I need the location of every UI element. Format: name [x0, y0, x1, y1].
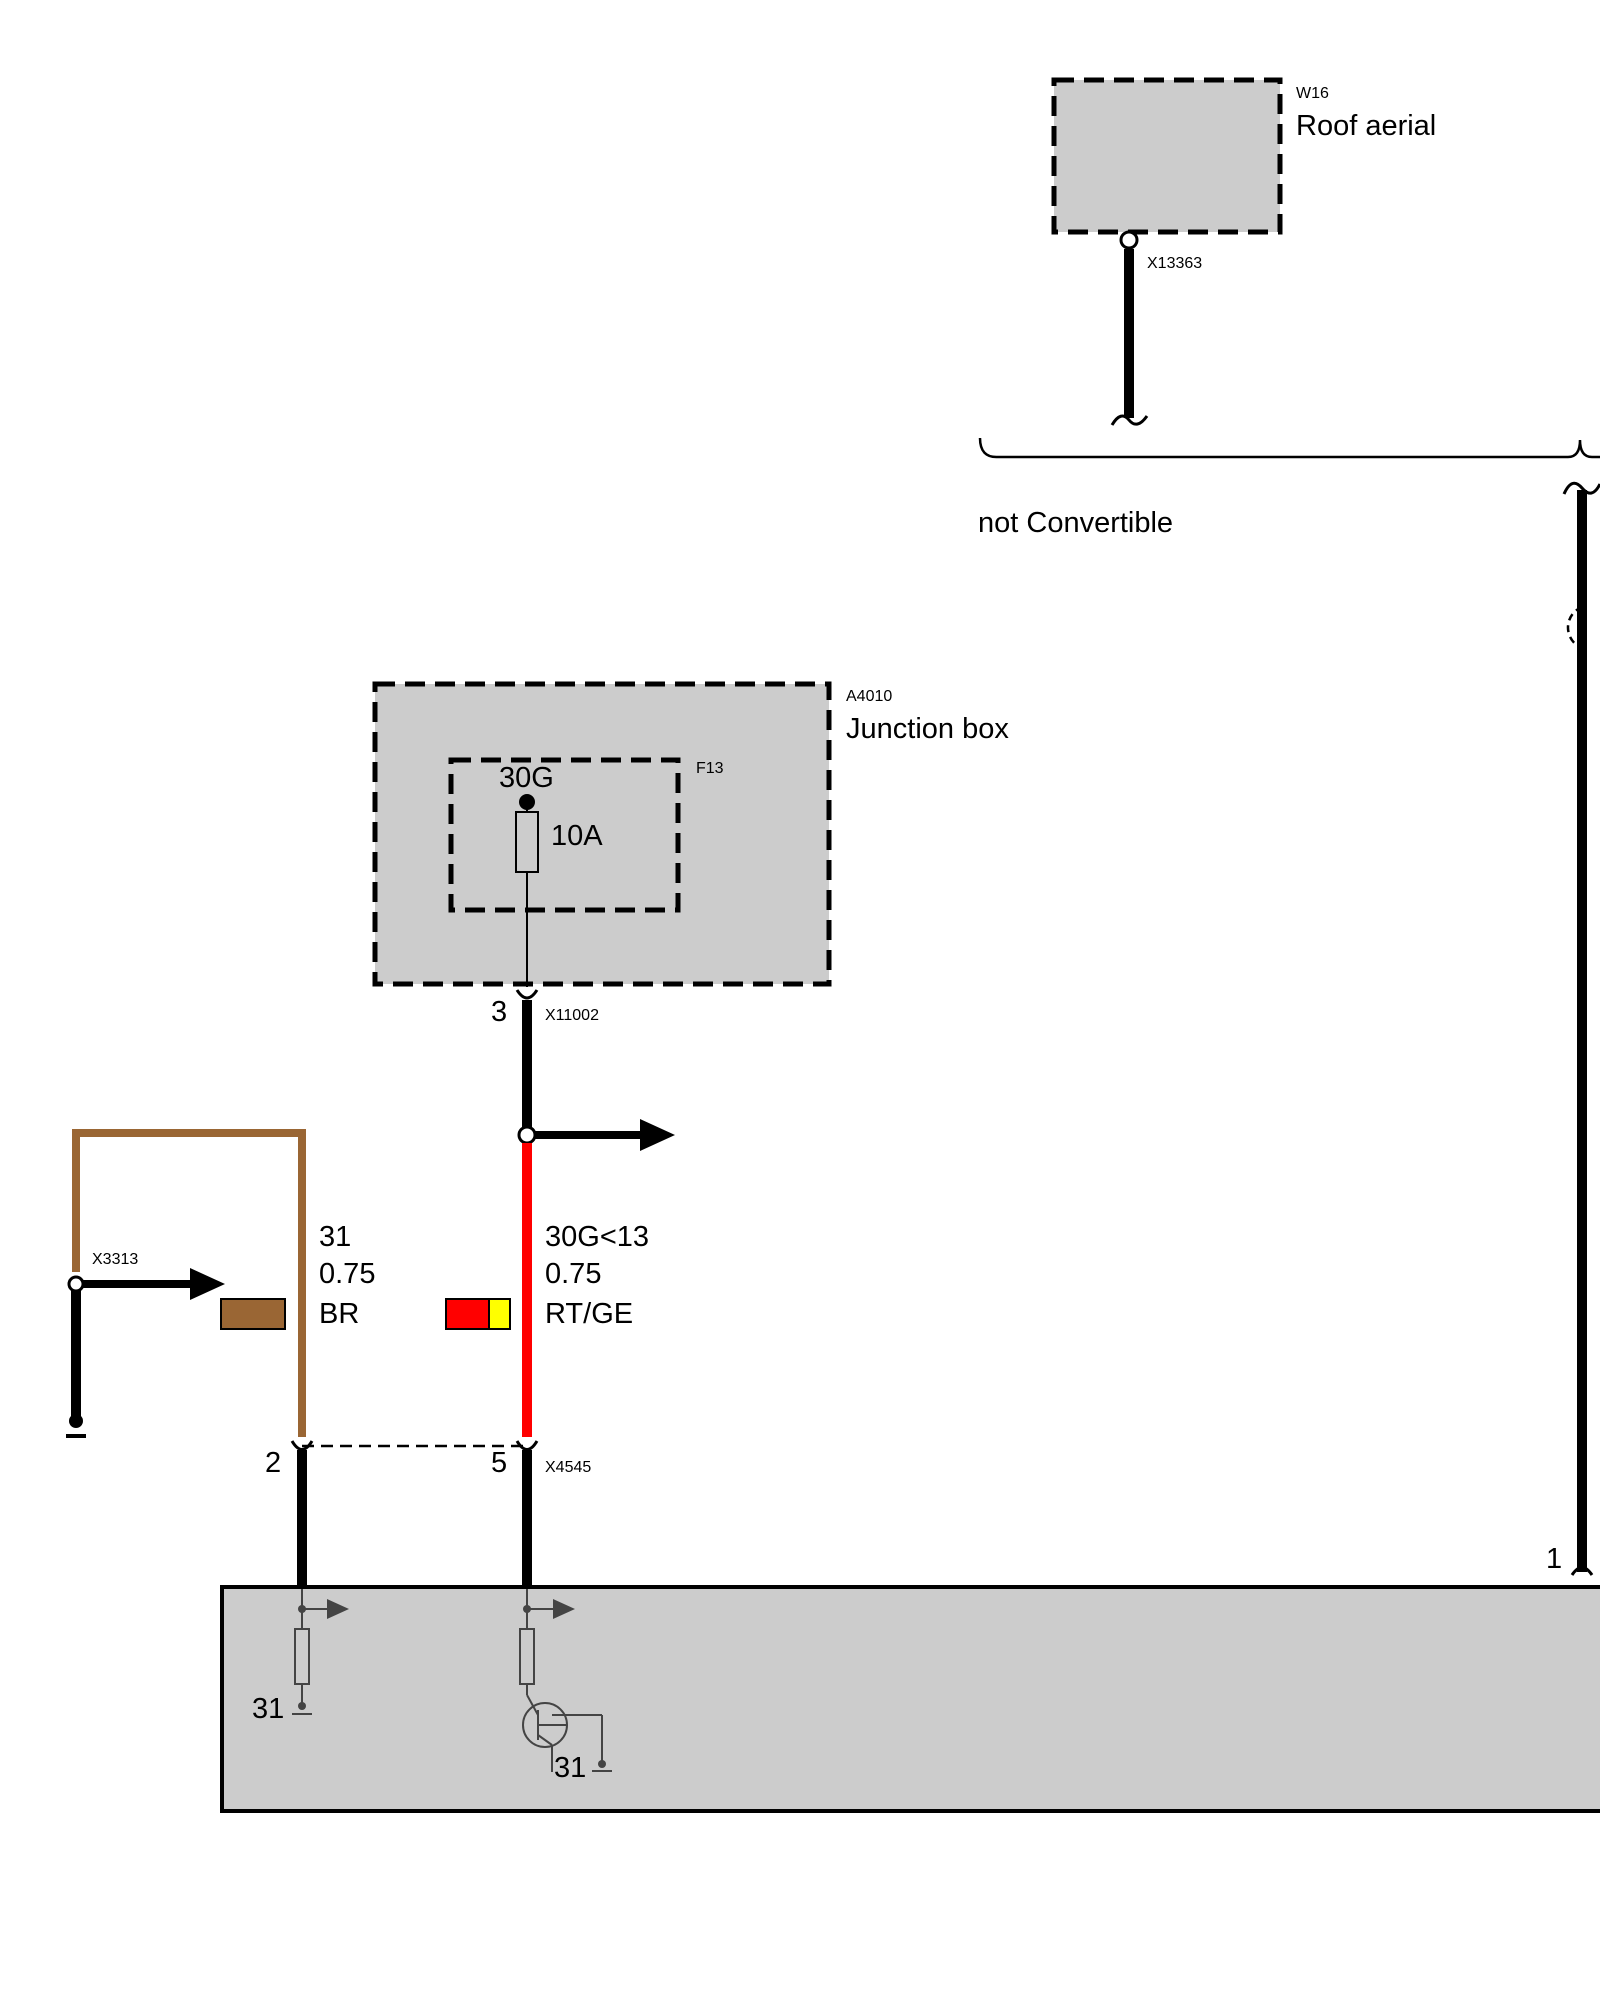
red-swatch — [445, 1298, 490, 1330]
junction-box-name: Junction box — [846, 713, 1009, 745]
ground-dot-icon — [69, 1414, 83, 1428]
variant-brace — [978, 437, 1600, 459]
ground-dot-icon — [298, 1702, 306, 1710]
pin-2-label: 2 — [265, 1447, 281, 1479]
pin-5-label: 5 — [491, 1447, 507, 1479]
input-circuit-left: 31 — [252, 1589, 349, 1725]
roof-aerial-box — [1051, 77, 1283, 235]
roof-aerial-id: W16 — [1296, 85, 1329, 102]
fuse-terminal: 30G — [499, 762, 554, 794]
roof-aerial-component[interactable]: W16 Roof aerial — [1051, 77, 1436, 235]
red-wire-color-code: RT/GE — [545, 1298, 633, 1330]
fuse-f13[interactable]: F13 30G 10A — [448, 757, 724, 913]
brown-wire-signal: 31 — [319, 1221, 351, 1253]
junction-box-component[interactable]: A4010 Junction box — [372, 681, 1009, 987]
transistor-emitter — [537, 1734, 553, 1746]
arrow-right-icon — [640, 1119, 675, 1151]
arrow-right-icon — [553, 1599, 575, 1619]
fuse-box — [448, 757, 681, 913]
fuse-rating: 10A — [551, 820, 603, 852]
antenna-connector[interactable]: X13363 — [1119, 230, 1202, 272]
junction-box-id: A4010 — [846, 688, 892, 705]
pin-1-label: 1 — [1546, 1543, 1562, 1575]
variant-note: not Convertible — [978, 507, 1173, 539]
wire-break-icon — [1562, 481, 1600, 495]
arrow-right-icon — [327, 1599, 349, 1619]
antenna-connector-id: X13363 — [1147, 255, 1202, 272]
brown-swatch — [220, 1298, 286, 1330]
module-connector-id: X4545 — [545, 1459, 591, 1476]
red-wire-signal: 30G<13 — [545, 1221, 649, 1253]
connector-pin-icon — [515, 1440, 539, 1451]
connector-pin-icon — [290, 1440, 314, 1451]
connector-pin-icon — [1119, 230, 1139, 250]
connector-pin-icon — [1570, 1566, 1594, 1576]
splice-node-icon — [517, 1125, 537, 1145]
yellow-swatch — [488, 1298, 511, 1330]
junction-box — [372, 681, 832, 987]
input-circuit-right: 31 — [519, 1589, 612, 1784]
arrow-right-icon — [190, 1268, 225, 1300]
fuse-id: F13 — [696, 760, 724, 777]
transistor-collector — [526, 1694, 539, 1716]
brown-wire-color-code: BR — [319, 1298, 359, 1330]
brown-wire-cross-section: 0.75 — [319, 1258, 375, 1290]
ground-dot-icon — [598, 1760, 606, 1768]
splice-node-icon — [67, 1275, 85, 1293]
roof-aerial-name: Roof aerial — [1296, 110, 1436, 142]
red-wire-cross-section: 0.75 — [545, 1258, 601, 1290]
junction-connector-id: X11002 — [545, 1007, 599, 1024]
control-module-box[interactable] — [220, 1585, 1600, 1813]
ground-point[interactable]: X3313 — [66, 1251, 225, 1438]
connector-pin-icon — [515, 989, 539, 1000]
ground-label-left: 31 — [252, 1693, 284, 1725]
ground-label-transistor: 31 — [554, 1752, 586, 1784]
brown-wire[interactable] — [72, 1129, 306, 1437]
wire-break-icon — [1110, 414, 1149, 426]
pin-3-label: 3 — [491, 996, 507, 1028]
shield-loop-icon — [1566, 605, 1583, 650]
transistor-icon — [522, 1702, 568, 1748]
ground-connector-id: X3313 — [92, 1251, 138, 1268]
